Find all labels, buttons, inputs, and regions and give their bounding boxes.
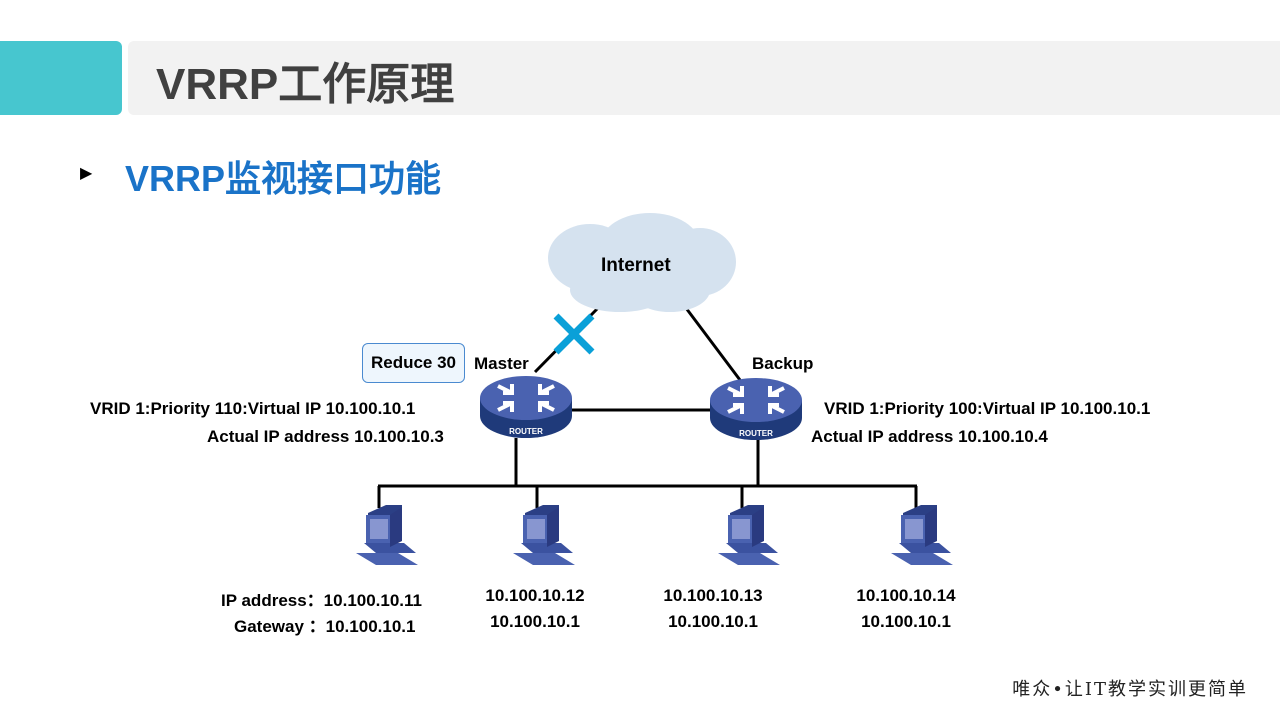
title-bar [128, 41, 1280, 115]
master-actual-ip: Actual IP address 10.100.10.3 [207, 427, 444, 446]
backup-vrid-text: VRID 1:Priority 100:Virtual IP 10.100.10… [824, 399, 1151, 418]
host-pc-icon [718, 505, 780, 565]
reduce-priority-badge: Reduce 30 [362, 343, 465, 383]
host-gateway: 10.100.10.1 [861, 612, 951, 631]
host-ip: IP address：10.100.10.11 [221, 591, 423, 610]
host-ip: 10.100.10.12 [485, 586, 585, 605]
master-vrid-text: VRID 1:Priority 110:Virtual IP 10.100.10… [90, 399, 416, 418]
internet-cloud [548, 213, 736, 312]
host-pc-icon [891, 505, 953, 565]
page-title: VRRP工作原理 [156, 60, 455, 109]
host-ip: 10.100.10.14 [856, 586, 956, 605]
footer-slogan: 唯众•让IT教学实训更简单 [1012, 679, 1248, 700]
bullet-triangle-icon: ▶ [80, 165, 93, 182]
backup-internet-link [684, 307, 742, 381]
host-gateway: 10.100.10.1 [490, 612, 580, 631]
backup-label: Backup [752, 354, 814, 373]
host-pc-icon [513, 505, 575, 565]
backup-router-label: ROUTER [739, 429, 773, 438]
host-gateway: 10.100.10.1 [668, 612, 758, 631]
internet-label: Internet [601, 255, 671, 276]
link-failure-x-icon [553, 313, 595, 355]
backup-actual-ip: Actual IP address 10.100.10.4 [811, 427, 1048, 446]
master-label: Master [474, 354, 529, 373]
host-ip: 10.100.10.13 [663, 586, 763, 605]
section-subtitle: VRRP监视接口功能 [125, 158, 442, 199]
title-accent-block [0, 41, 122, 115]
host-gateway: Gateway ：10.100.10.1 [234, 617, 416, 636]
host-pc-icon [356, 505, 418, 565]
master-router-label: ROUTER [509, 427, 543, 436]
